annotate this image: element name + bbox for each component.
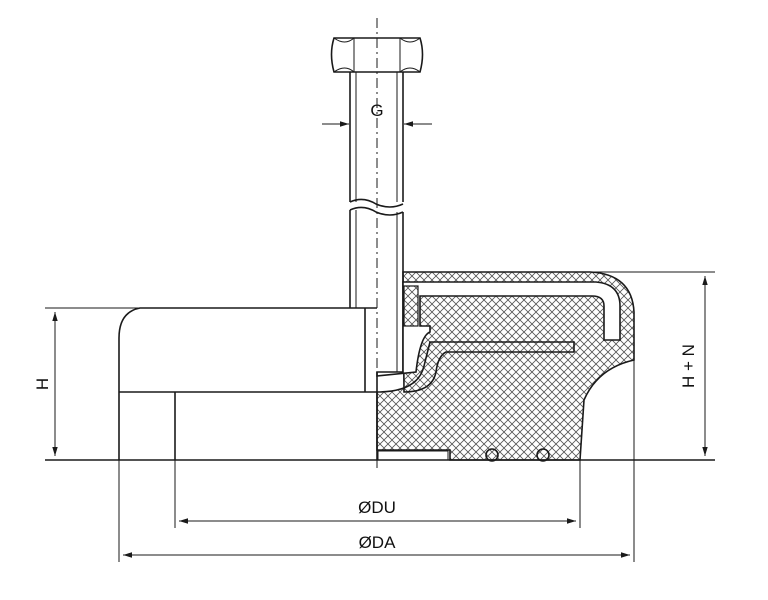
base-inner-diameter-dimension: ØDU	[174, 460, 581, 528]
height-label: H	[33, 378, 52, 390]
total-height-label: H + N	[679, 344, 698, 388]
foot-exterior-view	[118, 307, 377, 460]
bolt-shank	[349, 72, 404, 372]
height-dimension: H	[33, 307, 140, 456]
total-height-dimension: H + N	[590, 271, 715, 456]
base-outer-diameter-dimension: ØDA	[118, 360, 635, 562]
bolt-head	[330, 37, 424, 73]
thread-label: G	[370, 101, 383, 120]
base-outer-diameter-label: ØDA	[359, 533, 397, 552]
thread-dimension: G	[322, 101, 432, 127]
base-inner-diameter-label: ØDU	[358, 498, 396, 517]
foot-section-view	[376, 271, 635, 462]
